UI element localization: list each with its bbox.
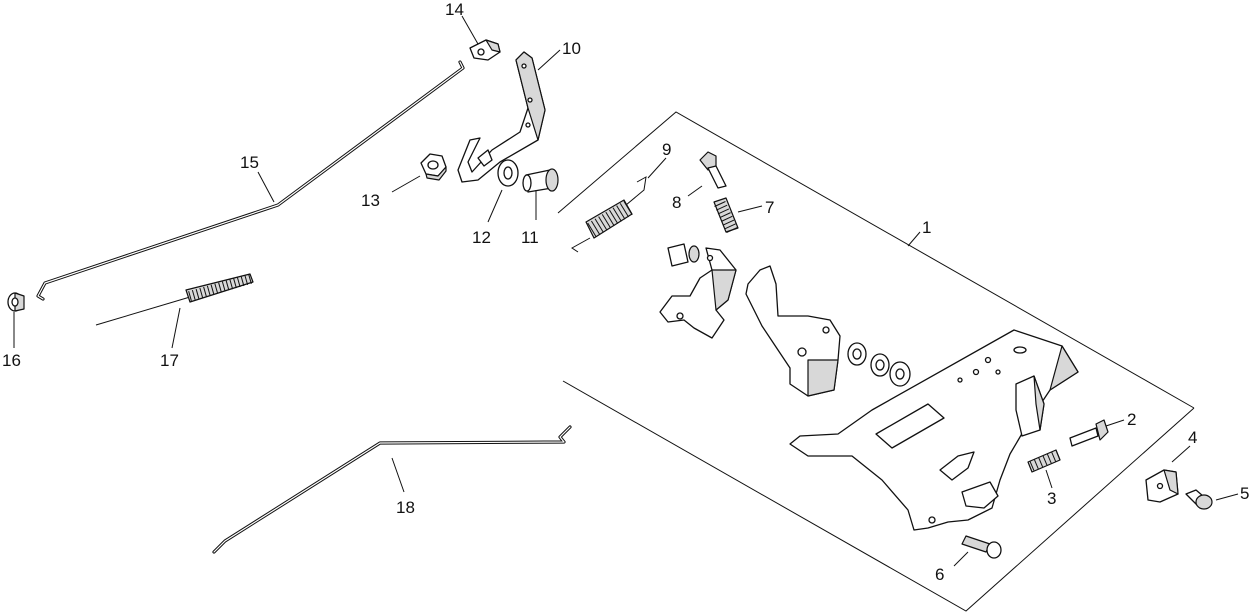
part-17-spring-wire xyxy=(95,273,254,326)
part-9-spring xyxy=(571,176,647,253)
callout-17: 17 xyxy=(160,351,179,370)
callout-18: 18 xyxy=(396,498,415,517)
part-10-lever-bracket xyxy=(457,51,546,183)
callout-13: 13 xyxy=(361,191,380,210)
callout-14: 14 xyxy=(445,0,464,19)
assembly-outline xyxy=(557,111,1195,612)
callout-12: 12 xyxy=(472,228,491,247)
part-7-thread xyxy=(714,201,738,233)
callout-1: 1 xyxy=(922,218,931,237)
governor-arm-assembly xyxy=(659,243,737,339)
part-9-spring-coils xyxy=(587,200,633,238)
callout-6: 6 xyxy=(935,565,944,584)
callout-10: 10 xyxy=(562,39,581,58)
part-14-clip xyxy=(469,39,501,61)
part-5-screw xyxy=(1185,489,1213,510)
callout-15: 15 xyxy=(240,153,259,172)
part-13-nut xyxy=(420,153,447,181)
control-plate xyxy=(789,329,1079,531)
callout-5: 5 xyxy=(1240,484,1249,503)
part-7-stud xyxy=(713,197,739,233)
part-6-screw xyxy=(961,535,1002,559)
callout-3: 3 xyxy=(1047,489,1056,508)
part-11-bolt xyxy=(522,168,559,193)
part-4-clip xyxy=(1145,469,1179,503)
part-8-bolt xyxy=(699,151,727,189)
leader-lines xyxy=(13,15,1239,567)
callout-8: 8 xyxy=(672,193,681,212)
callout-4: 4 xyxy=(1188,428,1197,447)
callout-7: 7 xyxy=(765,198,774,217)
part-17-spring-coils xyxy=(188,274,252,301)
callout-11: 11 xyxy=(521,228,539,247)
part-2-bolt xyxy=(1069,419,1109,447)
callout-labels: 1 2 3 4 5 6 7 8 9 10 11 12 13 14 15 16 1… xyxy=(2,0,1249,584)
part-12-washer xyxy=(497,159,519,187)
assembly-washers xyxy=(847,342,911,387)
governor-lever xyxy=(745,265,841,397)
part-3-thread xyxy=(1029,450,1061,471)
callout-9: 9 xyxy=(662,140,671,159)
part-18-link-rod xyxy=(212,425,572,554)
part-3-stud xyxy=(1027,449,1061,473)
callout-2: 2 xyxy=(1127,410,1136,429)
callout-16: 16 xyxy=(2,351,21,370)
part-16-bushing xyxy=(7,292,25,312)
part-15-control-rod xyxy=(36,60,465,301)
